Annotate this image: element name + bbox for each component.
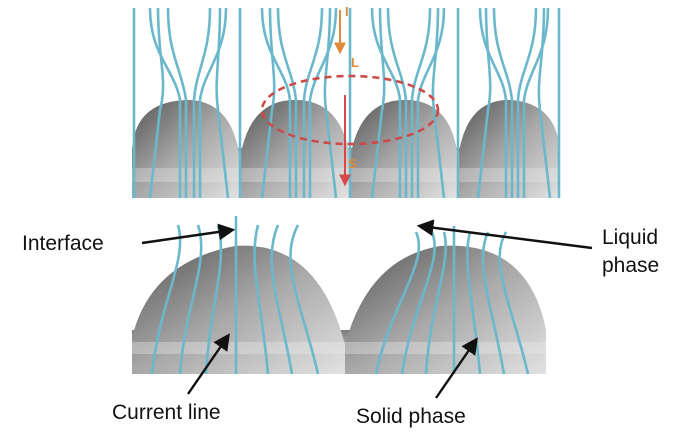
liquid-phase-label-line2: phase [602,254,659,277]
top-current-lines [132,7,561,199]
bottom-panel [132,216,546,375]
interface-label: Interface [22,232,104,255]
top-panel: I L S [132,4,561,199]
current-line-label: Current line [112,401,221,424]
top-dome-4 [458,99,560,198]
solid-marker-label: S [348,156,357,171]
liquid-marker-label: L [351,55,359,70]
liquid-phase-pointer [416,219,593,250]
interface-pointer [141,223,236,245]
top-marker-label: I [345,4,349,19]
interface-region-ellipse [260,74,440,146]
solid-phase-pointer [435,337,478,399]
bottom-dome-right [345,245,546,374]
labels: Interface Liquid phase Current line Soli… [22,219,659,428]
solid-phase-label: Solid phase [356,405,466,428]
bottom-solid-sheen [132,342,546,354]
current-line-pointer [187,333,230,395]
liquid-phase-label-line1: Liquid [602,226,658,249]
